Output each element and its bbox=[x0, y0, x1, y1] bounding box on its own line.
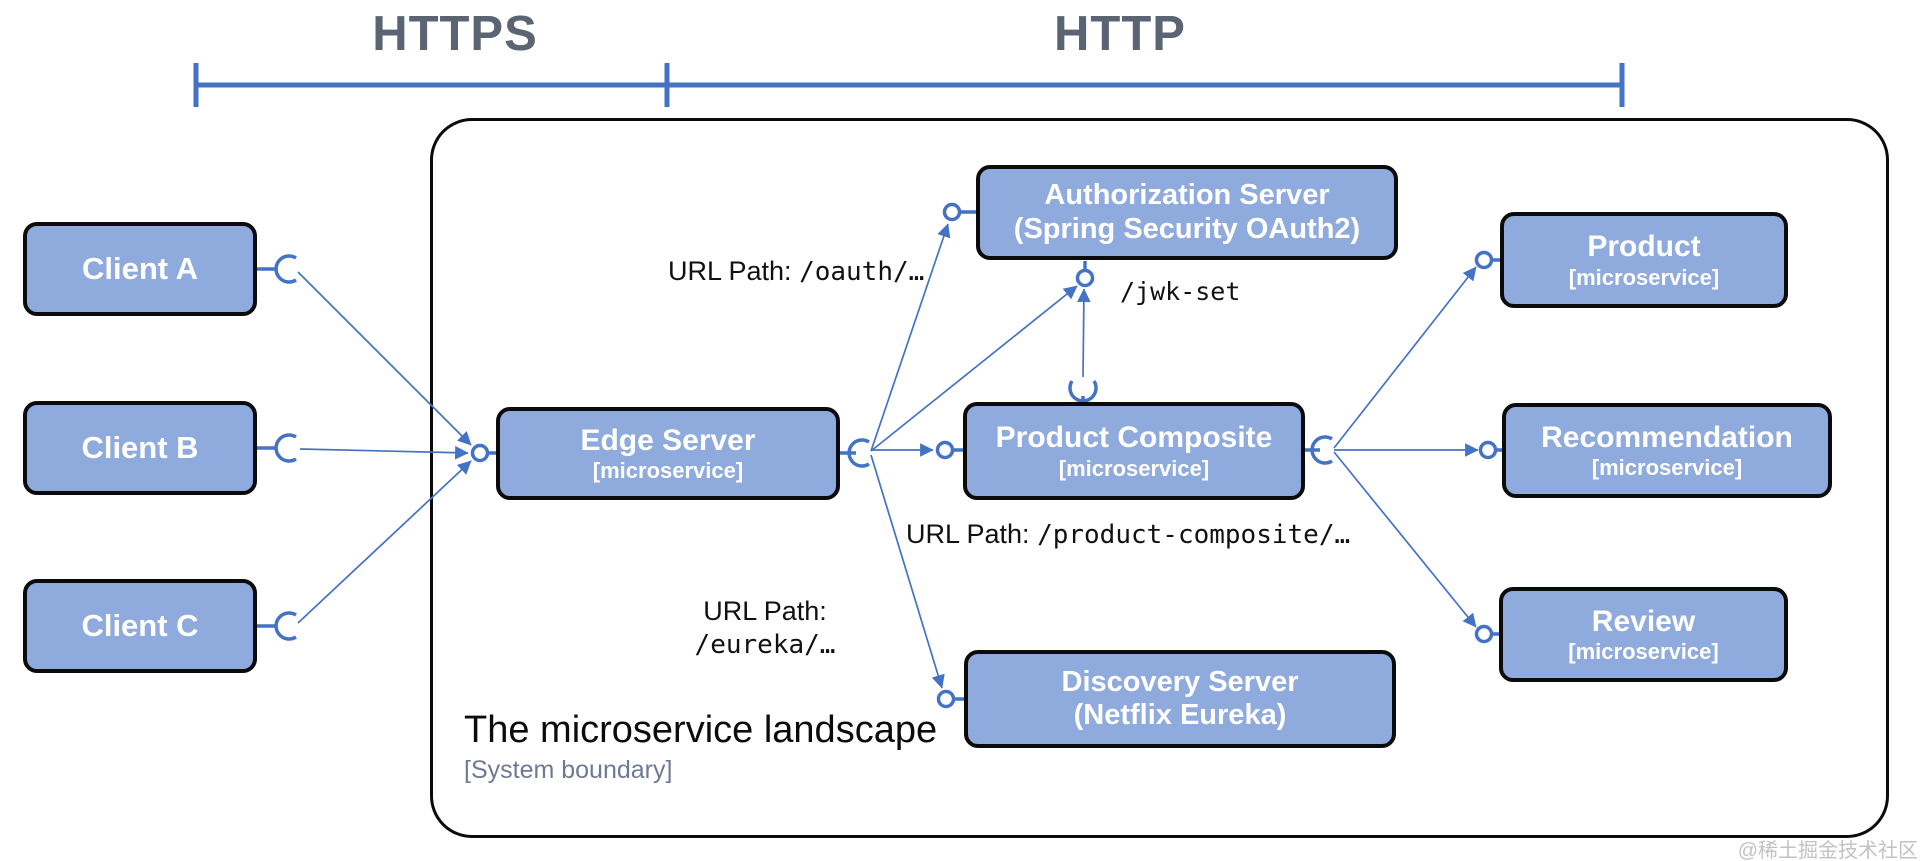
connector-lines bbox=[297, 223, 1479, 689]
connector-edge-to-jwk bbox=[870, 285, 1078, 452]
node-title: Client A bbox=[82, 251, 198, 287]
composite-right-socket-icon bbox=[1310, 435, 1333, 465]
connector-client-b-to-edge bbox=[299, 445, 469, 460]
connector-composite-to-jwk bbox=[1077, 288, 1091, 378]
jwk-lollipop-icon bbox=[1075, 268, 1095, 288]
node-title-line1: Discovery Server bbox=[1061, 665, 1299, 698]
client-c-socket-icon bbox=[274, 611, 297, 641]
url-path-prefix: URL Path: bbox=[703, 596, 827, 626]
https-label: HTTPS bbox=[372, 7, 538, 61]
node-authorization-server: Authorization Server (Spring Security OA… bbox=[976, 165, 1398, 260]
product-lollipop-icon bbox=[1474, 250, 1494, 270]
node-client-a: Client A bbox=[23, 222, 257, 316]
connector-client-a-to-edge bbox=[297, 271, 472, 446]
node-title-line1: Authorization Server bbox=[1044, 179, 1330, 212]
node-edge-server: Edge Server [microservice] bbox=[496, 407, 840, 500]
connector-client-c-to-edge bbox=[297, 460, 472, 624]
lollipop-icons bbox=[470, 202, 1498, 709]
node-title: Product bbox=[1587, 230, 1701, 264]
client-b-socket-icon bbox=[274, 433, 297, 463]
client-a-socket-icon bbox=[274, 254, 297, 284]
node-subtitle: [microservice] bbox=[1058, 455, 1210, 481]
connector-edge-to-discovery bbox=[870, 454, 945, 689]
node-product: Product [microservice] bbox=[1500, 212, 1788, 308]
url-path-prefix: URL Path: bbox=[668, 256, 800, 286]
watermark: @稀土掘金技术社区 bbox=[1737, 840, 1918, 861]
node-discovery-server: Discovery Server (Netflix Eureka) bbox=[964, 650, 1396, 748]
system-boundary-box bbox=[430, 118, 1889, 838]
url-path-value: /product-composite/… bbox=[1037, 520, 1351, 550]
node-client-c: Client C bbox=[23, 579, 257, 673]
landscape-title: The microservice landscape bbox=[464, 709, 938, 751]
node-subtitle: [microservice] bbox=[592, 458, 744, 484]
node-title: Client B bbox=[81, 430, 199, 466]
system-boundary-label: [System boundary] bbox=[464, 756, 673, 784]
socket-icons bbox=[274, 254, 1333, 641]
node-client-b: Client B bbox=[23, 401, 257, 495]
edge-right-socket-icon bbox=[847, 438, 870, 468]
url-path-value: /eureka/… bbox=[694, 629, 836, 660]
jwk-set-label: /jwk-set bbox=[1120, 277, 1241, 306]
composite-lollipop-icon bbox=[935, 440, 955, 460]
node-review: Review [microservice] bbox=[1499, 587, 1788, 682]
node-title-line2: (Spring Security OAuth2) bbox=[1013, 212, 1361, 245]
review-lollipop-icon bbox=[1474, 624, 1494, 644]
url-path-eureka-label: URL Path: /eureka/… bbox=[645, 595, 885, 661]
protocol-bracket bbox=[193, 63, 1625, 107]
url-path-product-composite-label: URL Path: /product-composite/… bbox=[906, 519, 1350, 550]
connector-composite-to-review bbox=[1333, 451, 1477, 628]
discovery-lollipop-icon bbox=[936, 689, 956, 709]
node-title: Client C bbox=[81, 608, 199, 644]
auth-lollipop-icon bbox=[942, 202, 962, 222]
http-label: HTTP bbox=[1054, 7, 1186, 61]
edge-lollipop-icon bbox=[470, 443, 490, 463]
url-path-value: /oauth/… bbox=[799, 257, 925, 287]
node-subtitle: [microservice] bbox=[1568, 264, 1720, 290]
node-recommendation: Recommendation [microservice] bbox=[1502, 403, 1832, 498]
connector-edge-to-auth bbox=[870, 223, 951, 452]
node-title: Review bbox=[1591, 604, 1696, 638]
node-product-composite: Product Composite [microservice] bbox=[963, 402, 1305, 500]
node-title: Recommendation bbox=[1541, 420, 1793, 454]
node-subtitle: [microservice] bbox=[1591, 455, 1743, 481]
node-title: Edge Server bbox=[580, 423, 756, 457]
connector-composite-to-product bbox=[1333, 266, 1477, 449]
recommendation-lollipop-icon bbox=[1478, 440, 1498, 460]
url-path-oauth-label: URL Path: /oauth/… bbox=[668, 256, 924, 287]
url-path-prefix: URL Path: bbox=[906, 519, 1038, 549]
node-title-line2: (Netflix Eureka) bbox=[1073, 699, 1287, 731]
composite-top-socket-icon bbox=[1068, 380, 1098, 403]
node-subtitle: [microservice] bbox=[1568, 639, 1719, 665]
node-title: Product Composite bbox=[995, 421, 1273, 455]
